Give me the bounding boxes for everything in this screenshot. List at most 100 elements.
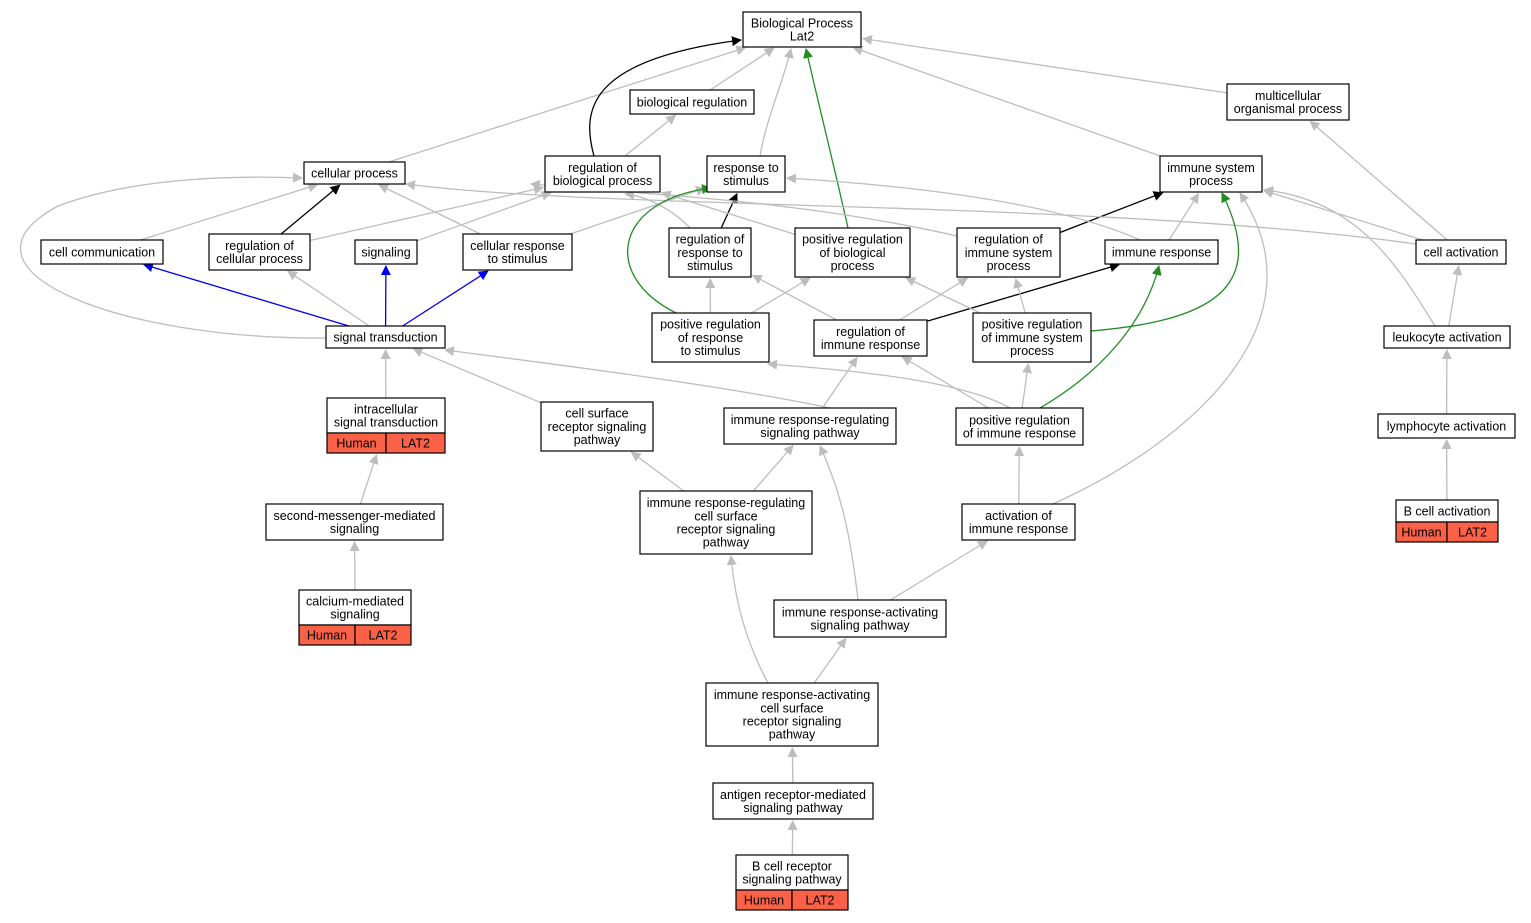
node-bioreg[interactable]: biological regulation [629, 89, 755, 115]
edge-regimmresp-to-regresp [751, 274, 838, 321]
node-label: process [1189, 174, 1233, 188]
edge-line [1448, 265, 1463, 327]
annotation-cell [791, 889, 849, 911]
node-immresp[interactable]: immune response [1104, 239, 1219, 265]
node-cellproc[interactable]: cellular process [303, 161, 406, 185]
edge-iacsr-to-iasp [813, 637, 847, 684]
node-label: regulation of [568, 161, 637, 175]
edge-actimm-to-immsys [1052, 192, 1268, 505]
edge-immresp-to-resp [786, 173, 1141, 241]
edge-line [286, 270, 370, 327]
node-sigtrans[interactable]: signal transduction [325, 325, 446, 349]
node-label: regulation of [676, 233, 745, 247]
node-box [735, 854, 849, 891]
node-box [1377, 413, 1516, 439]
node-box [462, 233, 573, 271]
edge-csrsp-to-sigtrans [412, 347, 542, 404]
edge-iacsr-to-irrcsr [726, 555, 769, 684]
node-label: regulation of [225, 239, 294, 253]
gene-label: LAT2 [369, 629, 398, 643]
edge-line [787, 820, 798, 856]
edge-line [402, 270, 489, 327]
edge-line [569, 186, 707, 235]
node-box [544, 155, 661, 193]
node-label: immune response-activating [782, 605, 938, 619]
node-box [639, 490, 813, 555]
edge-line [1263, 185, 1436, 327]
edge-irrsp-to-regimmresp [821, 356, 858, 409]
edge-line [1309, 120, 1448, 241]
edge-line [19, 172, 327, 339]
node-label: cell activation [1423, 245, 1498, 259]
node-box [742, 11, 862, 48]
node-label: process [987, 259, 1031, 273]
node-box [651, 312, 770, 363]
node-cellcomm[interactable]: cell communication [40, 239, 164, 265]
node-box [265, 503, 444, 541]
gene-label: LAT2 [1458, 526, 1487, 540]
node-label: signal transduction [334, 416, 438, 430]
node-label: cellular process [311, 166, 398, 180]
edge-line [767, 359, 1011, 409]
node-label: stimulus [687, 259, 733, 273]
node-lymphact[interactable]: lymphocyte activation [1377, 413, 1516, 439]
node-signaling[interactable]: signaling [354, 239, 418, 265]
edge-line [1090, 192, 1240, 332]
edge-line [1014, 446, 1025, 505]
node-label: activation of [985, 509, 1052, 523]
node-box [629, 89, 755, 115]
node-box [961, 503, 1076, 541]
edge-line [751, 277, 811, 314]
node-label: cellular response [470, 239, 565, 253]
edge-line [388, 45, 747, 163]
edge-line [309, 184, 544, 242]
edge-line [1059, 191, 1164, 234]
node-label: of response [678, 331, 743, 345]
node-label: second-messenger-mediated [274, 509, 436, 523]
node-cellact[interactable]: cell activation [1415, 239, 1507, 265]
edge-posregimmresp-to-posregresp [767, 359, 1011, 409]
node-box [326, 397, 446, 434]
edge-line [630, 451, 685, 492]
node-label: receptor signaling [548, 420, 647, 434]
node-label: process [831, 259, 875, 273]
node-label: signaling pathway [760, 426, 860, 440]
node-box [1226, 83, 1350, 121]
edge-line [280, 184, 341, 235]
edge-regimmresp-to-regimmsys [899, 277, 969, 321]
edge-regcell-to-cellproc [280, 184, 341, 235]
edge-cellproc-to-bp [388, 45, 747, 163]
edge-cellresp-to-cellproc [378, 184, 481, 235]
node-box [773, 599, 947, 638]
annotation-cell [385, 432, 446, 454]
species-label: Human [744, 894, 784, 908]
edge-irrsp-to-sigtrans [444, 346, 831, 409]
node-leukact[interactable]: leukocyte activation [1383, 325, 1511, 349]
